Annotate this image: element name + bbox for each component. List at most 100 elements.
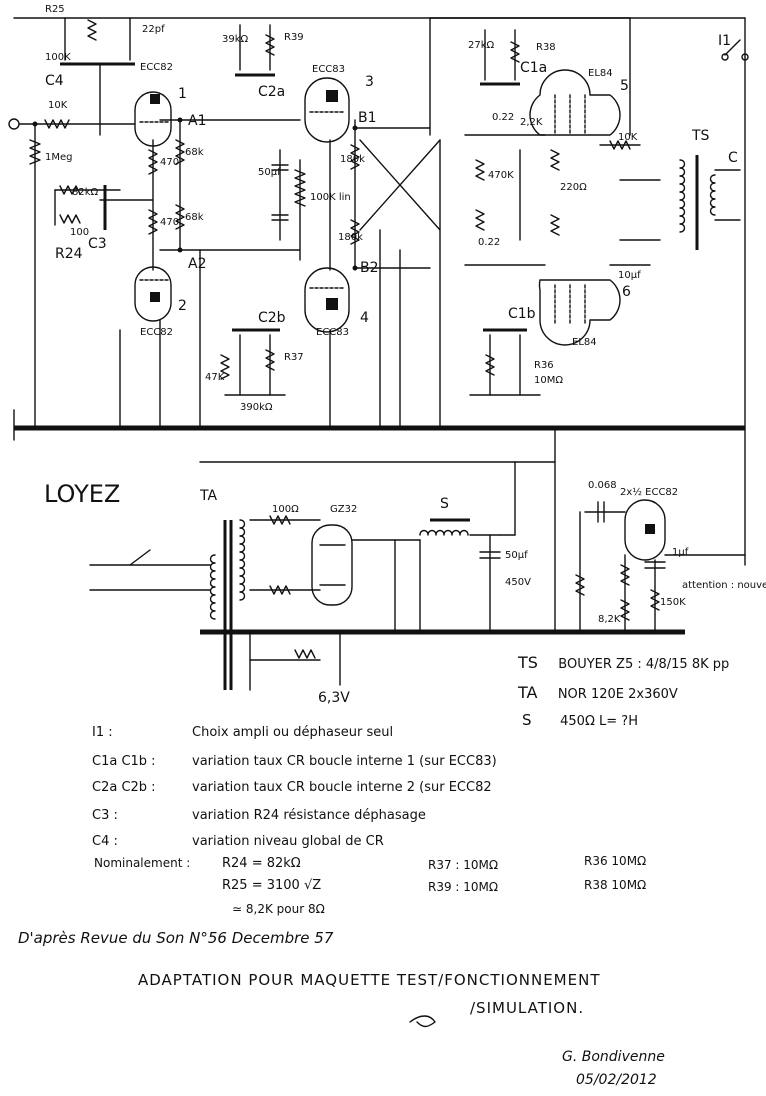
label-450v: 450V bbox=[505, 577, 531, 588]
label-v5: EL84 bbox=[588, 68, 613, 79]
label-100: 100 bbox=[70, 227, 89, 238]
label-n1: 1 bbox=[178, 86, 187, 102]
label-1uf: 1µf bbox=[672, 547, 689, 558]
label-50uf-psu: 50µf bbox=[505, 550, 528, 561]
label-r24: R24 bbox=[55, 246, 83, 262]
spec-s-value: 450Ω L= ?H bbox=[560, 714, 638, 729]
label-100klin: 100K lin bbox=[310, 192, 351, 203]
spec-ta-value: NOR 120E 2x360V bbox=[557, 687, 678, 702]
spec-s-key: S bbox=[522, 711, 532, 729]
label-s: S bbox=[440, 496, 449, 512]
label-c3: C3 bbox=[88, 236, 107, 252]
spec-ta-key: TA bbox=[518, 683, 538, 702]
label-82k: 82kΩ bbox=[72, 187, 99, 198]
nominal-r39: R39 : 10MΩ bbox=[428, 880, 499, 894]
tube-v4 bbox=[304, 267, 350, 333]
label-v6: EL84 bbox=[572, 337, 597, 348]
label-391: 39kΩ bbox=[222, 34, 249, 45]
author-signature: G. Bondivenne bbox=[562, 1049, 665, 1065]
signature-squiggle bbox=[409, 1015, 436, 1028]
label-c2a: C2a bbox=[258, 84, 285, 100]
note-i1-key: I1 : bbox=[92, 725, 113, 740]
label-c2b: C2b bbox=[258, 310, 286, 326]
note-i1: I1 :Choix ampli ou déphaseur seul bbox=[92, 725, 393, 740]
label-470b: 470 bbox=[160, 217, 179, 228]
label-r39: R39 bbox=[284, 32, 304, 43]
label-n4: 4 bbox=[360, 310, 369, 326]
tube-v5 bbox=[529, 69, 621, 136]
label-022a: 0.22 bbox=[492, 112, 514, 123]
label-c4: C4 bbox=[45, 73, 64, 89]
label-220: 220Ω bbox=[560, 182, 587, 193]
label-ts: TS bbox=[691, 128, 710, 144]
nominal-r38: R38 10MΩ bbox=[584, 878, 647, 892]
label-68ka: 68k bbox=[185, 147, 204, 158]
tube-v8 bbox=[624, 499, 666, 561]
drawing-title: LOYEZ bbox=[44, 480, 121, 508]
input-jack bbox=[8, 118, 20, 130]
note-c3: C3 :variation R24 résistance déphasage bbox=[92, 808, 426, 823]
power-transformer-ta bbox=[209, 519, 246, 690]
note-c3-key: C3 : bbox=[92, 808, 118, 823]
label-ta: TA bbox=[199, 488, 217, 504]
label-n6: 6 bbox=[622, 284, 631, 300]
spec-ts-key: TS bbox=[518, 653, 538, 672]
note-c4: C4 : variation niveau global de CR bbox=[92, 834, 384, 849]
label-10k2: 10K bbox=[618, 132, 638, 143]
note-c1: C1a C1b :variation taux CR boucle intern… bbox=[92, 754, 497, 769]
label-22k: 2,2K bbox=[520, 117, 543, 128]
label-47k: 47K bbox=[205, 372, 225, 383]
note-c2-text: variation taux CR boucle interne 2 (sur … bbox=[192, 780, 492, 795]
nominal-r36: R36 10MΩ bbox=[584, 854, 647, 868]
tube-v2 bbox=[134, 266, 172, 322]
label-a2: A2 bbox=[188, 256, 206, 272]
label-82k2: 8,2K bbox=[598, 614, 621, 625]
label-470a: 470 bbox=[160, 157, 179, 168]
note-c4-text: variation niveau global de CR bbox=[192, 834, 384, 849]
label-150k: 150K bbox=[660, 597, 686, 608]
label-a1: A1 bbox=[188, 113, 206, 129]
label-c1b: C1b bbox=[508, 306, 536, 322]
tube-v6 bbox=[538, 279, 621, 346]
label-100k-top: 100K bbox=[45, 52, 71, 63]
label-180kb: 180k bbox=[338, 232, 363, 243]
label-50uf: 50µf bbox=[258, 167, 281, 178]
tube-v1 bbox=[134, 91, 172, 147]
label-1meg: 1Meg bbox=[45, 152, 73, 163]
label-b1: B1 bbox=[358, 110, 377, 126]
spec-s: S 450Ω L= ?H bbox=[522, 711, 638, 729]
label-v7: GZ32 bbox=[330, 504, 357, 515]
label-100o-a: 100Ω bbox=[272, 504, 299, 515]
spec-ta: TA NOR 120E 2x360V bbox=[518, 683, 678, 702]
spec-ts: TS BOUYER Z5 : 4/8/15 8K pp bbox=[518, 653, 729, 672]
label-v3: ECC83 bbox=[312, 64, 345, 75]
label-180ka: 180k bbox=[340, 154, 365, 165]
label-390: 390kΩ bbox=[240, 402, 273, 413]
nominal-r25b: ≃ 8,2K pour 8Ω bbox=[232, 902, 325, 916]
label-c4val: 22pf bbox=[142, 24, 165, 35]
label-b2: B2 bbox=[360, 260, 379, 276]
nominal-r24: R24 = 82kΩ bbox=[222, 856, 301, 871]
output-transformer-ts bbox=[679, 155, 716, 250]
note-c1-text: variation taux CR boucle interne 1 (sur … bbox=[192, 754, 497, 769]
label-10meg: 10MΩ bbox=[534, 375, 563, 386]
adaptation-line-1: ADAPTATION POUR MAQUETTE TEST/FONCTIONNE… bbox=[138, 971, 601, 989]
label-c: C bbox=[728, 150, 738, 166]
cross-wire-2 bbox=[359, 139, 441, 231]
label-n3: 3 bbox=[365, 74, 374, 90]
nominal-label: Nominalement : bbox=[94, 856, 191, 870]
signature-date: 05/02/2012 bbox=[576, 1072, 657, 1088]
label-r25: R25 bbox=[45, 4, 65, 15]
label-v1: ECC82 bbox=[140, 62, 173, 73]
tube-v3 bbox=[304, 77, 350, 143]
label-attention: attention : nouveau schéma bbox=[682, 579, 766, 591]
label-10k-in: 10K bbox=[48, 100, 68, 111]
choke-s bbox=[419, 518, 470, 536]
note-c4-key: C4 : bbox=[92, 834, 118, 849]
label-10uf: 10µf bbox=[618, 270, 641, 281]
source-reference: D'après Revue du Son N°56 Decembre 57 bbox=[18, 929, 334, 947]
label-v4: ECC83 bbox=[316, 327, 349, 338]
label-27-top: 27kΩ bbox=[468, 40, 495, 51]
label-v2: ECC82 bbox=[140, 327, 173, 338]
